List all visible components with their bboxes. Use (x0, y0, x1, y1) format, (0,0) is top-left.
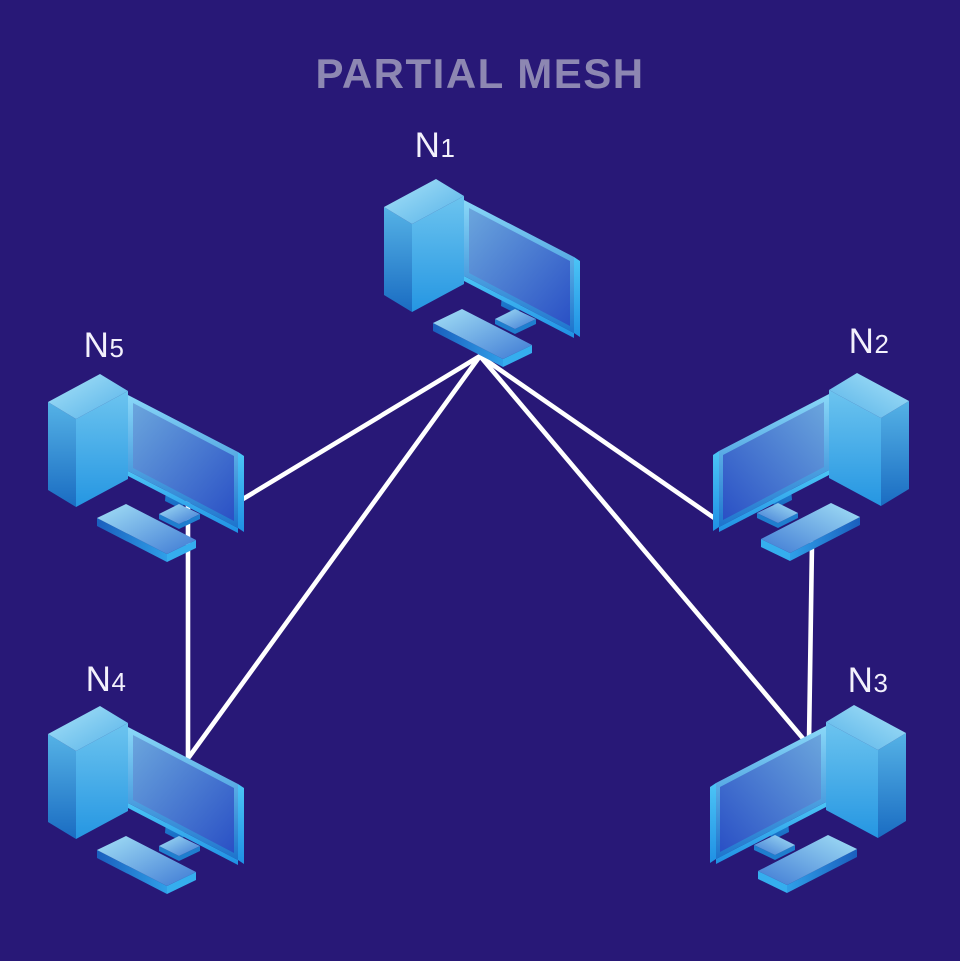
diagram-title: PARTIAL MESH (315, 50, 645, 97)
link-n1-n3 (477, 353, 809, 745)
links-layer (185, 353, 815, 760)
computer-n4 (48, 706, 244, 894)
link-n2-n3 (806, 540, 815, 745)
link-n1-n4 (186, 353, 483, 760)
computer-n1 (384, 179, 580, 367)
nodes-layer (48, 179, 909, 894)
link-n1-n2 (477, 353, 723, 525)
link-n1-n5 (240, 353, 483, 502)
computer-n5 (48, 374, 244, 562)
computer-n2 (713, 373, 909, 561)
